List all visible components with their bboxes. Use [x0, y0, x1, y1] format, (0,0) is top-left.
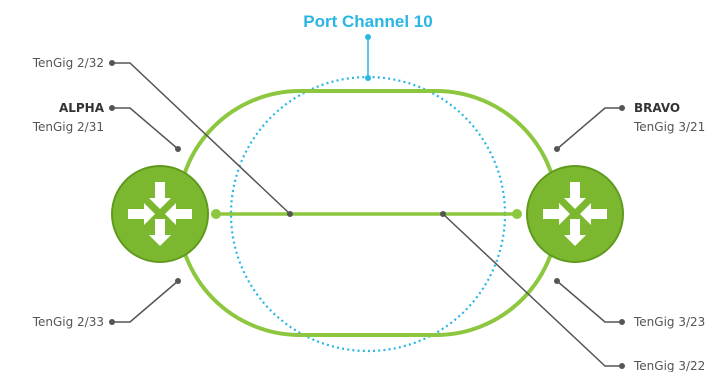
- label-tengig-2-31: TenGig 2/31: [32, 120, 104, 134]
- title-anchor-dot: [365, 75, 371, 81]
- leader-dots: [109, 60, 625, 369]
- center-link-right-end: [512, 209, 522, 219]
- diagram-title: Port Channel 10: [303, 12, 432, 31]
- router-alpha: [111, 165, 209, 263]
- leader-tengig-3-23: [556, 280, 622, 323]
- label-alpha: ALPHA: [59, 101, 105, 115]
- center-link-left-end: [211, 209, 221, 219]
- router-bravo: [526, 165, 624, 263]
- leader-lines: [112, 62, 622, 367]
- router-icon: [128, 182, 192, 246]
- router-bravo-body: [526, 165, 624, 263]
- router-alpha-body: [111, 165, 209, 263]
- label-tengig-3-21: TenGig 3/21: [633, 120, 705, 134]
- router-icon: [543, 182, 607, 246]
- leader-tengig-2-32: [112, 62, 291, 215]
- leader-tengig-2-31: [112, 107, 179, 150]
- label-tengig-2-32: TenGig 2/32: [32, 56, 104, 70]
- leader-tengig-2-33: [112, 280, 179, 323]
- leader-tengig-3-21: [556, 107, 622, 150]
- title-leader-dot: [365, 34, 371, 40]
- label-tengig-3-22: TenGig 3/22: [633, 359, 705, 372]
- label-bravo: BRAVO: [634, 101, 680, 115]
- leader-tengig-3-22: [442, 213, 622, 367]
- label-tengig-2-33: TenGig 2/33: [32, 315, 104, 329]
- label-tengig-3-23: TenGig 3/23: [633, 315, 705, 329]
- outer-link-loop: [176, 89, 560, 337]
